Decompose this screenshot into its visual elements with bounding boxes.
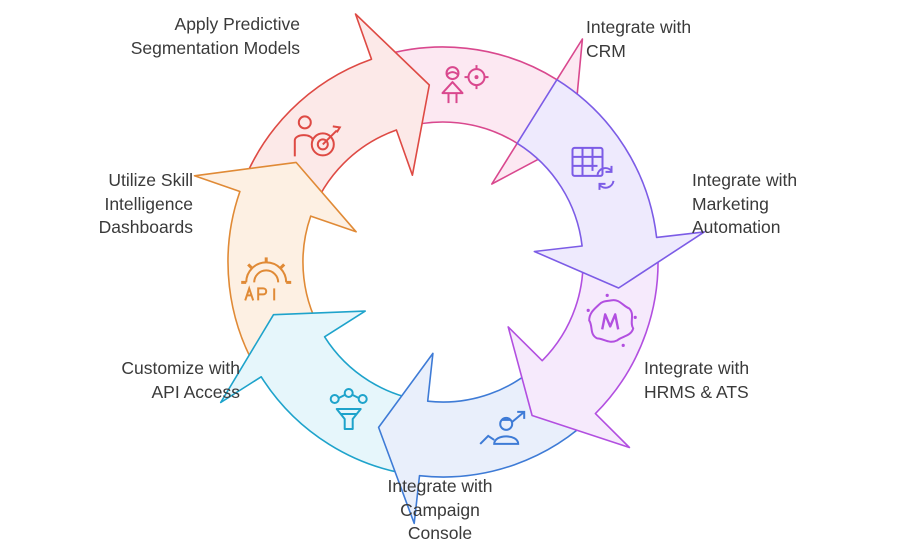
meetup-badge-icon [586,293,637,347]
step-label-line: Utilize Skill [108,170,193,190]
step-label-line: Integrate with [586,17,692,37]
step-label-line: Apply Predictive [174,14,300,34]
step-label-line: CRM [586,40,626,61]
arrow-segment-marketing [507,236,659,449]
step-label-line: Automation [692,217,781,237]
step-label-hrms: Integrate with HRMS & ATS [644,357,749,404]
api-gear-icon [241,257,292,301]
funnel-network-icon [329,388,368,430]
person-target-icon [293,115,342,157]
step-label-line: HRMS & ATS [644,381,749,402]
step-label-line: Console [407,523,473,543]
step-label-line: Integrate with [644,358,750,378]
step-label-segmentation: Apply Predictive Segmentation Models [60,13,300,60]
table-sync-icon [571,146,615,190]
step-label-skill: Utilize Skill Intelligence Dashboards [13,169,193,240]
step-label-line: API Access [151,381,240,402]
step-label-api: Customize with API Access [40,357,240,404]
step-label-line: Marketing [692,193,769,214]
arrow-segment-crm [516,78,706,289]
step-label-line: Campaign [400,499,480,520]
step-label-line: Intelligence [104,193,193,214]
step-label-line: Integrate with [387,476,493,496]
arrow-segment-campaign [219,310,429,477]
step-label-line: Segmentation Models [130,37,300,58]
person-growth-icon [479,410,526,445]
step-label-line: Integrate with [692,170,798,190]
step-label-line: Customize with [121,358,240,378]
step-label-line: Dashboards [98,217,193,237]
step-label-marketing: Integrate with Marketing Automation [692,169,797,240]
person-crosshair-icon [441,65,489,104]
step-label-campaign: Integrate with Campaign Console [340,475,540,546]
step-label-crm: Integrate with CRM [586,16,691,63]
